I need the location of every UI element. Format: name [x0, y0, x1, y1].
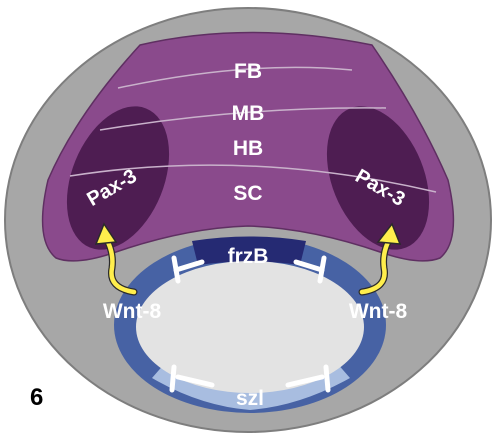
- label-wnt8-right: Wnt-8: [349, 300, 408, 323]
- inhibition-szl-right: [285, 364, 331, 393]
- pax3-left-domain: [66, 106, 170, 250]
- label-mb: MB: [232, 102, 265, 125]
- figure-number: 6: [30, 384, 43, 411]
- label-hb: HB: [233, 137, 263, 160]
- label-wnt8-left: Wnt-8: [103, 300, 162, 323]
- frzb-domain: [192, 236, 306, 265]
- szl-domain: [152, 362, 350, 410]
- boundary-fb-mb: [117, 66, 353, 89]
- inhibition-frzb-left: [171, 255, 205, 284]
- inhibition-frzb-right: [293, 255, 327, 284]
- arrow-wnt8-to-pax3-right: [358, 222, 402, 296]
- boundary-hb-sc: [69, 164, 437, 193]
- boundary-mb-hb: [99, 107, 387, 131]
- label-sc: SC: [233, 182, 262, 205]
- label-fb: FB: [234, 60, 262, 83]
- label-frzb: frzB: [228, 245, 269, 268]
- yolk-mass: [136, 261, 364, 393]
- arrow-wnt8-to-pax3-left: [94, 222, 138, 296]
- label-szl: szl: [236, 387, 264, 410]
- inhibition-szl-left: [169, 364, 215, 393]
- pax3-right-domain: [326, 106, 430, 250]
